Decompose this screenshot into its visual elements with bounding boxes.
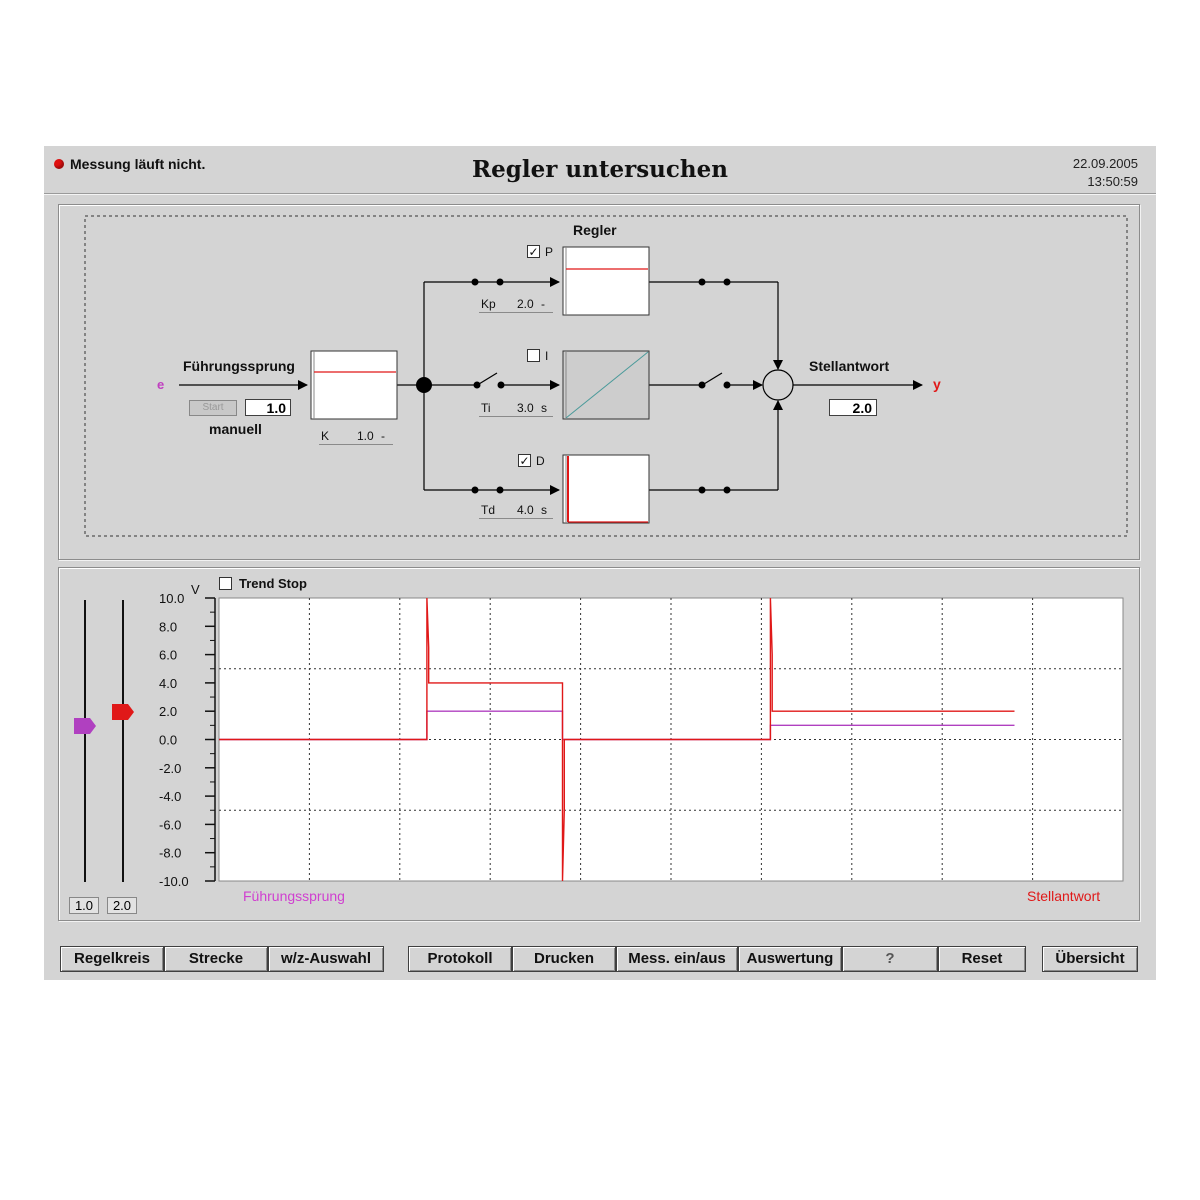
step-value-field[interactable]: 1.0 <box>245 399 291 416</box>
setpoint-slider-value: 1.0 <box>69 897 99 914</box>
drucken-button[interactable]: Drucken <box>512 946 616 972</box>
y-tick-label: -8.0 <box>159 846 181 861</box>
status-text: Messung läuft nicht. <box>70 156 206 172</box>
ti-param-value: 3.0 <box>517 401 534 415</box>
y-tick-label: 8.0 <box>159 619 177 634</box>
date-text: 22.09.2005 <box>1072 156 1138 171</box>
summing-junction <box>762 369 794 401</box>
p-response-plot <box>562 246 650 316</box>
mess-ein-aus-button[interactable]: Mess. ein/aus <box>616 946 738 972</box>
legend-stellantwort: Stellantwort <box>1027 888 1101 904</box>
regler-label: Regler <box>573 222 617 238</box>
kp-param[interactable]: Kp 2.0 - <box>479 297 553 313</box>
i-label: I <box>545 349 549 363</box>
trend-panel: Trend Stop V 10.0 8.0 6.0 4.0 2.0 0.0 -2.0 -4.0… <box>58 567 1140 921</box>
header-separator <box>44 193 1156 195</box>
ti-param[interactable]: Ti 3.0 s <box>479 401 553 417</box>
d-response-plot <box>562 454 650 524</box>
ti-param-label: Ti <box>481 401 491 415</box>
page-title: Regler untersuchen <box>472 156 728 183</box>
y-axis: 10.0 8.0 6.0 4.0 2.0 0.0 -2.0 -4.0 -6.0 -8.0 -10.0 <box>159 591 216 889</box>
legend-fuehrungssprung: Führungssprung <box>243 888 345 904</box>
ti-param-unit: s <box>541 401 547 415</box>
kp-param-value: 2.0 <box>517 297 534 311</box>
fuehrungssprung-label: Führungssprung <box>183 358 295 374</box>
td-param-value: 4.0 <box>517 503 534 517</box>
controller-diagram-panel: Regler Führungssprung e Start 1.0 manuel… <box>58 204 1140 560</box>
p-checkbox[interactable]: ✓ <box>527 245 540 258</box>
trend-chart: V 10.0 8.0 6.0 4.0 2.0 0.0 -2.0 -4.0 -6.0 -8.0 -10… <box>74 582 1124 889</box>
time-text: 13:50:59 <box>1087 174 1138 189</box>
trend-stop-checkbox[interactable] <box>219 577 232 590</box>
auswertung-button[interactable]: Auswertung <box>738 946 842 972</box>
k-param-value: 1.0 <box>357 429 374 443</box>
y-tick-label: -2.0 <box>159 761 181 776</box>
y-unit-label: V <box>191 582 200 597</box>
status-led-icon <box>54 159 64 169</box>
y-tick-label: 6.0 <box>159 648 177 663</box>
k-param-unit: - <box>381 429 385 443</box>
wz-auswahl-button[interactable]: w/z-Auswahl <box>268 946 384 972</box>
protokoll-button[interactable]: Protokoll <box>408 946 512 972</box>
y-tick-label: -10.0 <box>159 874 189 889</box>
k-param-label: K <box>321 429 330 443</box>
measurement-status: Messung läuft nicht. <box>54 156 205 172</box>
y-tick-label: 0.0 <box>159 733 177 748</box>
block-diagram-wiring <box>84 215 1128 537</box>
p-label: P <box>545 245 554 259</box>
button-bar: Regelkreis Strecke w/z-Auswahl Protokoll… <box>60 946 1140 972</box>
d-check-mark: ✓ <box>519 454 530 468</box>
y-signal-label: y <box>933 376 941 392</box>
diagram-boundary <box>84 215 1128 537</box>
td-param-label: Td <box>481 503 496 517</box>
i-response-plot <box>562 350 650 420</box>
setpoint-slider-handle[interactable] <box>74 718 96 734</box>
y-tick-label: 10.0 <box>159 591 184 606</box>
strecke-button[interactable]: Strecke <box>164 946 268 972</box>
k-param[interactable]: K 1.0 - <box>319 429 393 445</box>
i-checkbox[interactable] <box>527 349 540 362</box>
help-icon: ? <box>885 950 895 967</box>
manual-label: manuell <box>209 421 262 437</box>
i-switch-open <box>478 372 498 385</box>
stellantwort-label: Stellantwort <box>809 358 890 374</box>
output-slider-value: 2.0 <box>107 897 137 914</box>
datetime: 22.09.2005 13:50:59 <box>1073 155 1138 191</box>
help-button[interactable]: ? <box>842 946 938 972</box>
d-label: D <box>536 454 545 468</box>
y-tick-label: -6.0 <box>159 817 181 832</box>
series-stellantwort <box>219 597 1015 882</box>
td-param-unit: s <box>541 503 547 517</box>
e-signal-label: e <box>157 377 165 392</box>
output-slider-handle[interactable] <box>112 704 134 720</box>
trend-stop-label: Trend Stop <box>239 576 307 591</box>
y-tick-label: 4.0 <box>159 676 177 691</box>
main-window: Messung läuft nicht. Regler untersuchen … <box>44 146 1156 980</box>
chart-series <box>219 597 1015 882</box>
kp-param-label: Kp <box>481 297 496 311</box>
y-value-field: 2.0 <box>829 399 877 416</box>
step-input-plot <box>310 350 398 420</box>
start-button[interactable]: Start <box>189 400 237 416</box>
uebersicht-button[interactable]: Übersicht <box>1042 946 1138 972</box>
y-tick-label: 2.0 <box>159 704 177 719</box>
regelkreis-button[interactable]: Regelkreis <box>60 946 164 972</box>
reset-button[interactable]: Reset <box>938 946 1026 972</box>
kp-param-unit: - <box>541 297 545 311</box>
y-tick-label: -4.0 <box>159 789 181 804</box>
d-checkbox[interactable]: ✓ <box>518 454 531 467</box>
p-check-mark: ✓ <box>528 245 539 259</box>
td-param[interactable]: Td 4.0 s <box>479 503 553 519</box>
